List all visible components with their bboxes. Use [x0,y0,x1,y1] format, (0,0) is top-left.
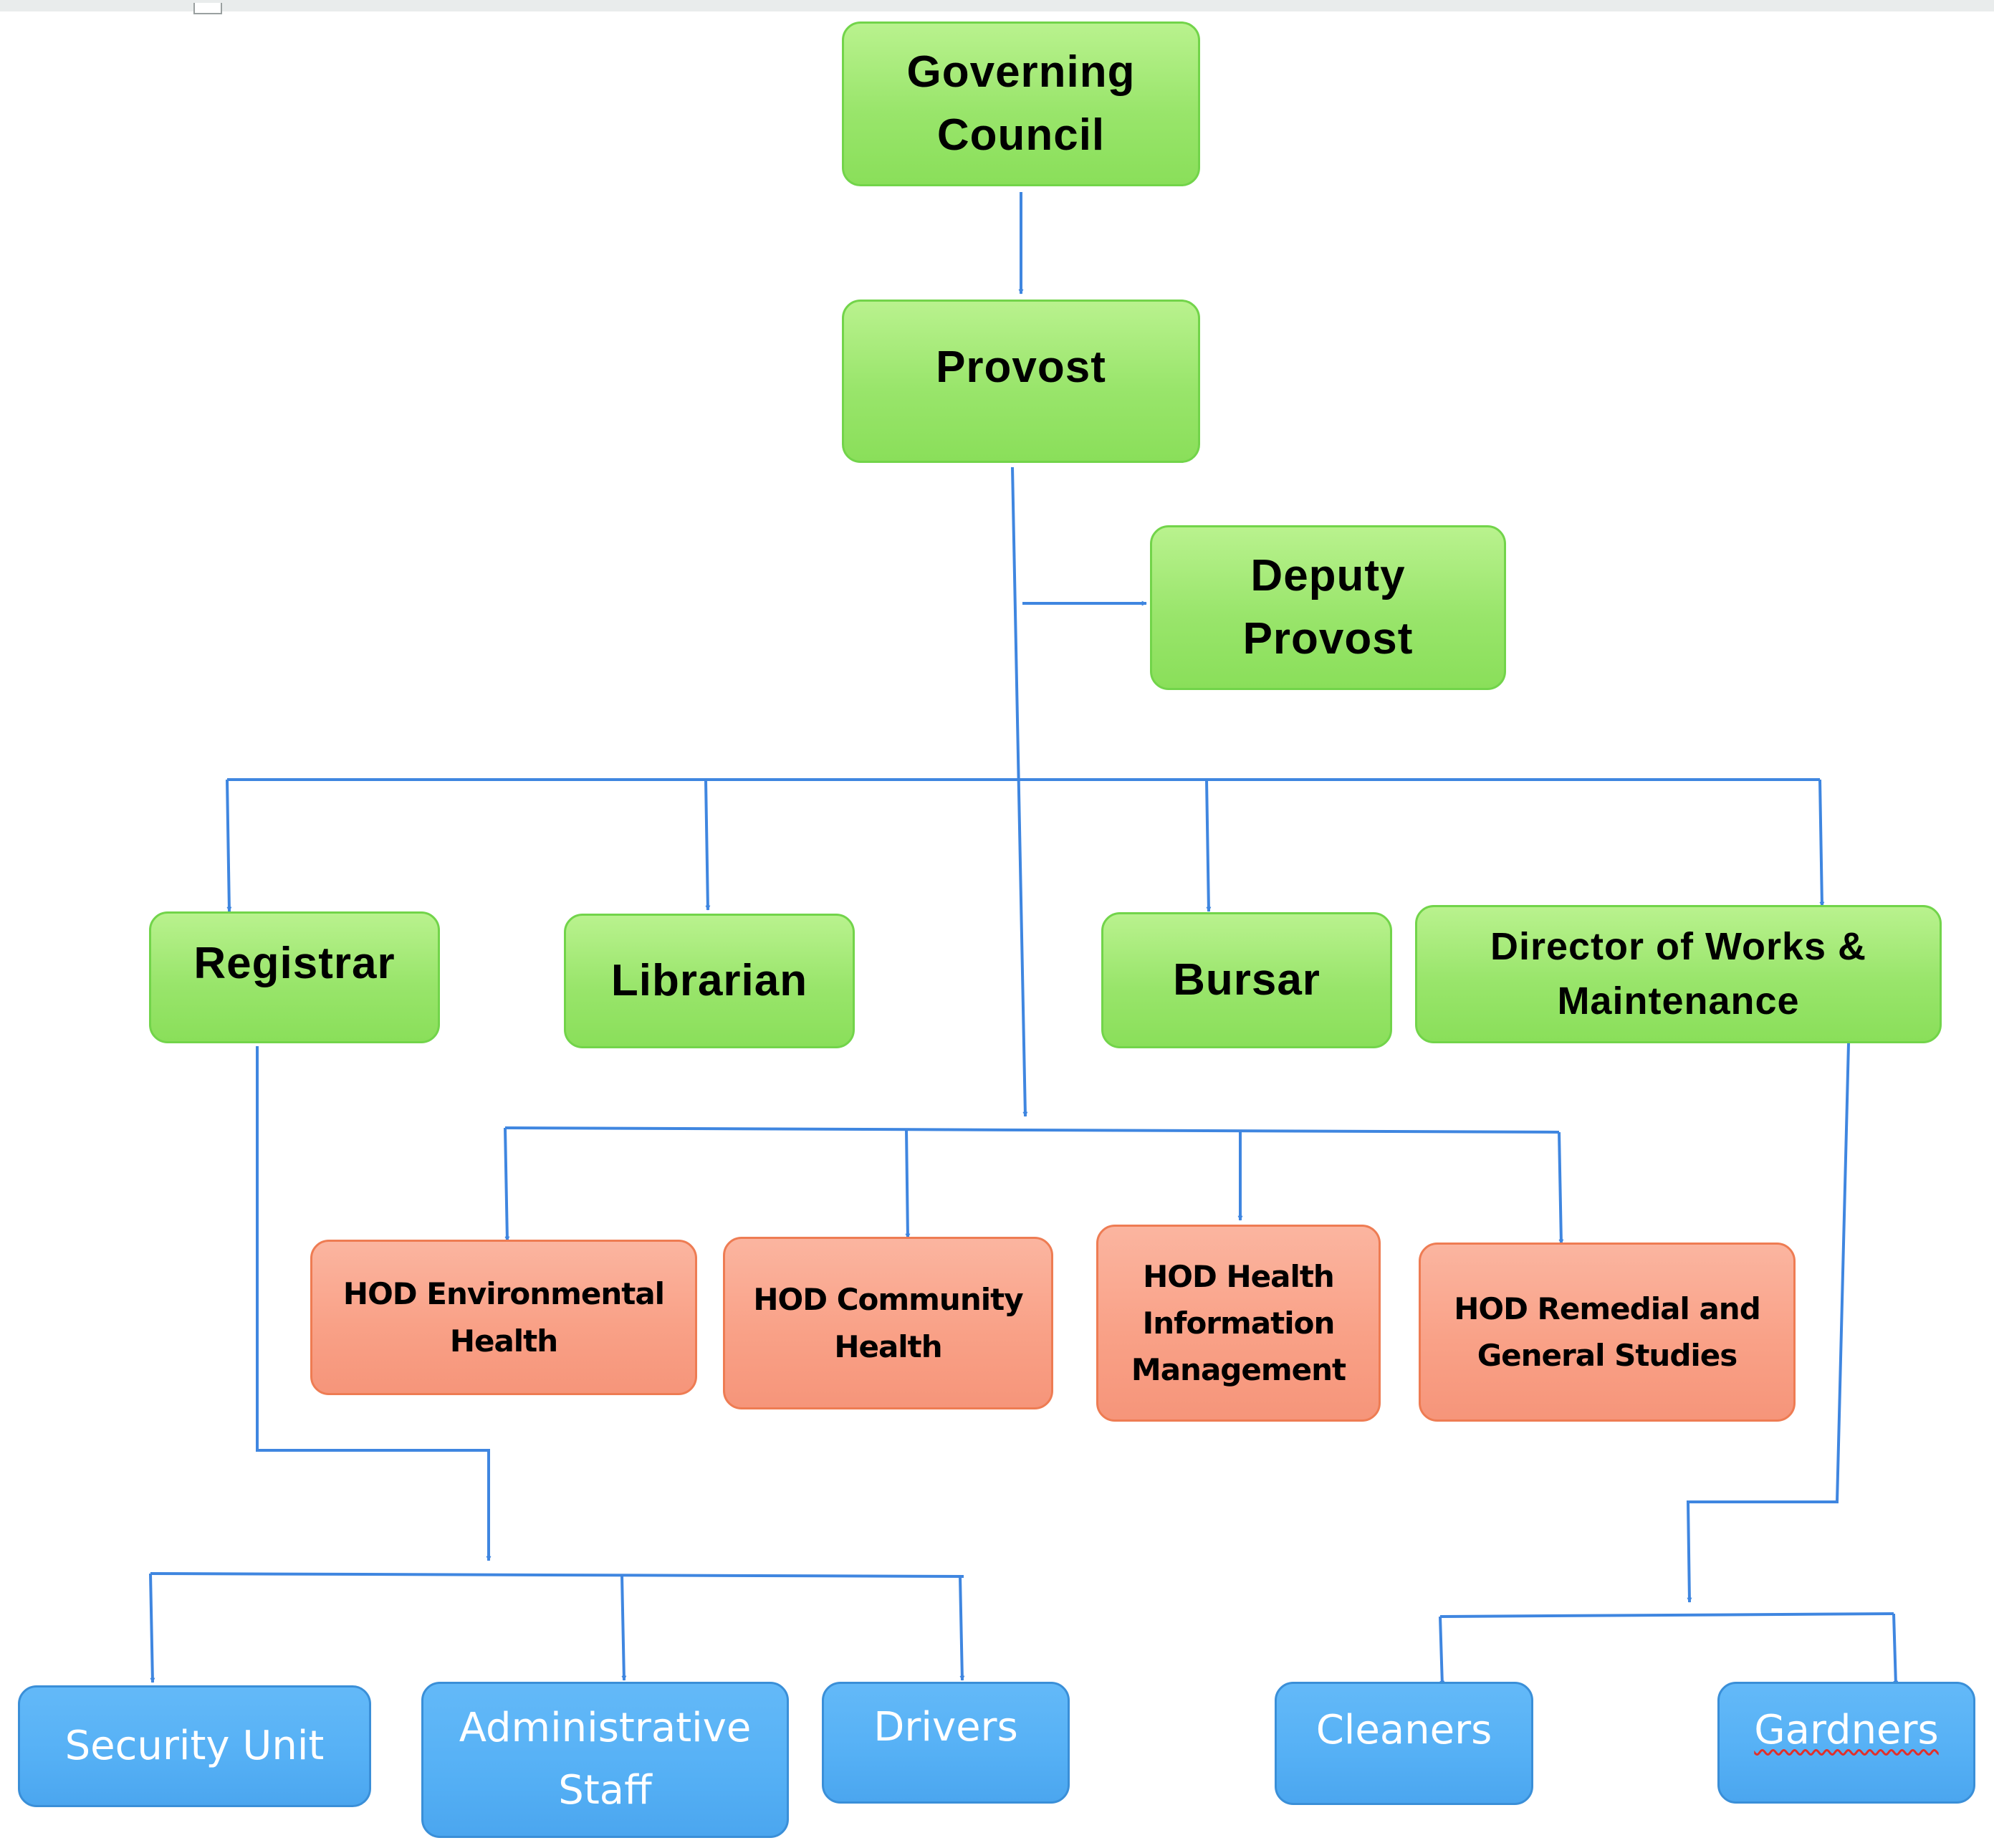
connector-cleaners [1439,1616,1445,1686]
cleaners-label: Cleaners [1315,1707,1492,1753]
top-edge-bar [0,0,1994,11]
hod-health-information-box[interactable]: HOD Health Information Management [1096,1225,1381,1422]
connector-works-bus [1439,1612,1894,1618]
hod-remedial-general-box[interactable]: HOD Remedial and General Studies [1419,1243,1796,1422]
librarian-label: Librarian [610,955,808,1005]
cleaners-box[interactable]: Cleaners [1275,1682,1533,1805]
hod-community-health-label: HOD Community Health [753,1282,1023,1364]
director-works-label: Director of Works & Maintenance [1490,924,1867,1023]
gardners-label: Gardners [1754,1707,1939,1753]
connector-director-works [1818,779,1825,907]
hod-environmental-health-label: HOD Environmental Health [342,1276,665,1359]
deputy-provost-label: Deputy Provost [1242,550,1414,664]
connector-security-unit [149,1573,155,1683]
administrative-staff-box[interactable]: Administrative Staff [421,1682,789,1838]
hod-environmental-health-box[interactable]: HOD Environmental Health [310,1240,697,1395]
gardners-box[interactable]: Gardners [1717,1682,1975,1804]
security-unit-label: Security Unit [64,1722,325,1769]
hod-community-health-box[interactable]: HOD Community Health [723,1237,1053,1409]
governing-council-box[interactable]: Governing Council [842,21,1200,186]
connector-staff-bus [150,1572,964,1578]
drivers-label: Drivers [873,1704,1018,1751]
connector-hod-remedial [1558,1131,1564,1245]
connector-drivers [959,1576,965,1681]
connector-gardners [1892,1613,1899,1686]
connector-registrar [226,779,232,912]
governing-council-label: Governing Council [906,47,1136,160]
connector-departments-bus [504,1126,1560,1134]
connector-registrar-staff [256,1046,492,1561]
corner-marker [193,3,222,14]
registrar-label: Registrar [193,939,396,988]
administrative-staff-label: Administrative Staff [459,1705,752,1814]
connector-hod-environmental [504,1127,510,1242]
deputy-provost-box[interactable]: Deputy Provost [1150,525,1506,690]
bursar-box[interactable]: Bursar [1101,912,1392,1048]
director-works-box[interactable]: Director of Works & Maintenance [1415,905,1942,1043]
connector-director-staff [1686,1043,1850,1603]
connector-administrative-staff [620,1574,627,1681]
bursar-label: Bursar [1173,954,1320,1005]
connector-hod-community [905,1129,911,1239]
registrar-box[interactable]: Registrar [149,911,440,1043]
provost-box[interactable]: Provost [842,300,1200,463]
security-unit-box[interactable]: Security Unit [18,1685,371,1807]
connector-bursar [1205,779,1212,912]
connector-provost-trunk [1011,466,1028,1117]
connector-group [149,192,1899,1686]
hod-remedial-general-label: HOD Remedial and General Studies [1454,1291,1761,1373]
librarian-box[interactable]: Librarian [564,914,855,1048]
connector-librarian [704,779,711,911]
drivers-box[interactable]: Drivers [822,1682,1070,1804]
hod-health-information-label: HOD Health Information Management [1131,1258,1346,1388]
provost-label: Provost [936,343,1106,392]
